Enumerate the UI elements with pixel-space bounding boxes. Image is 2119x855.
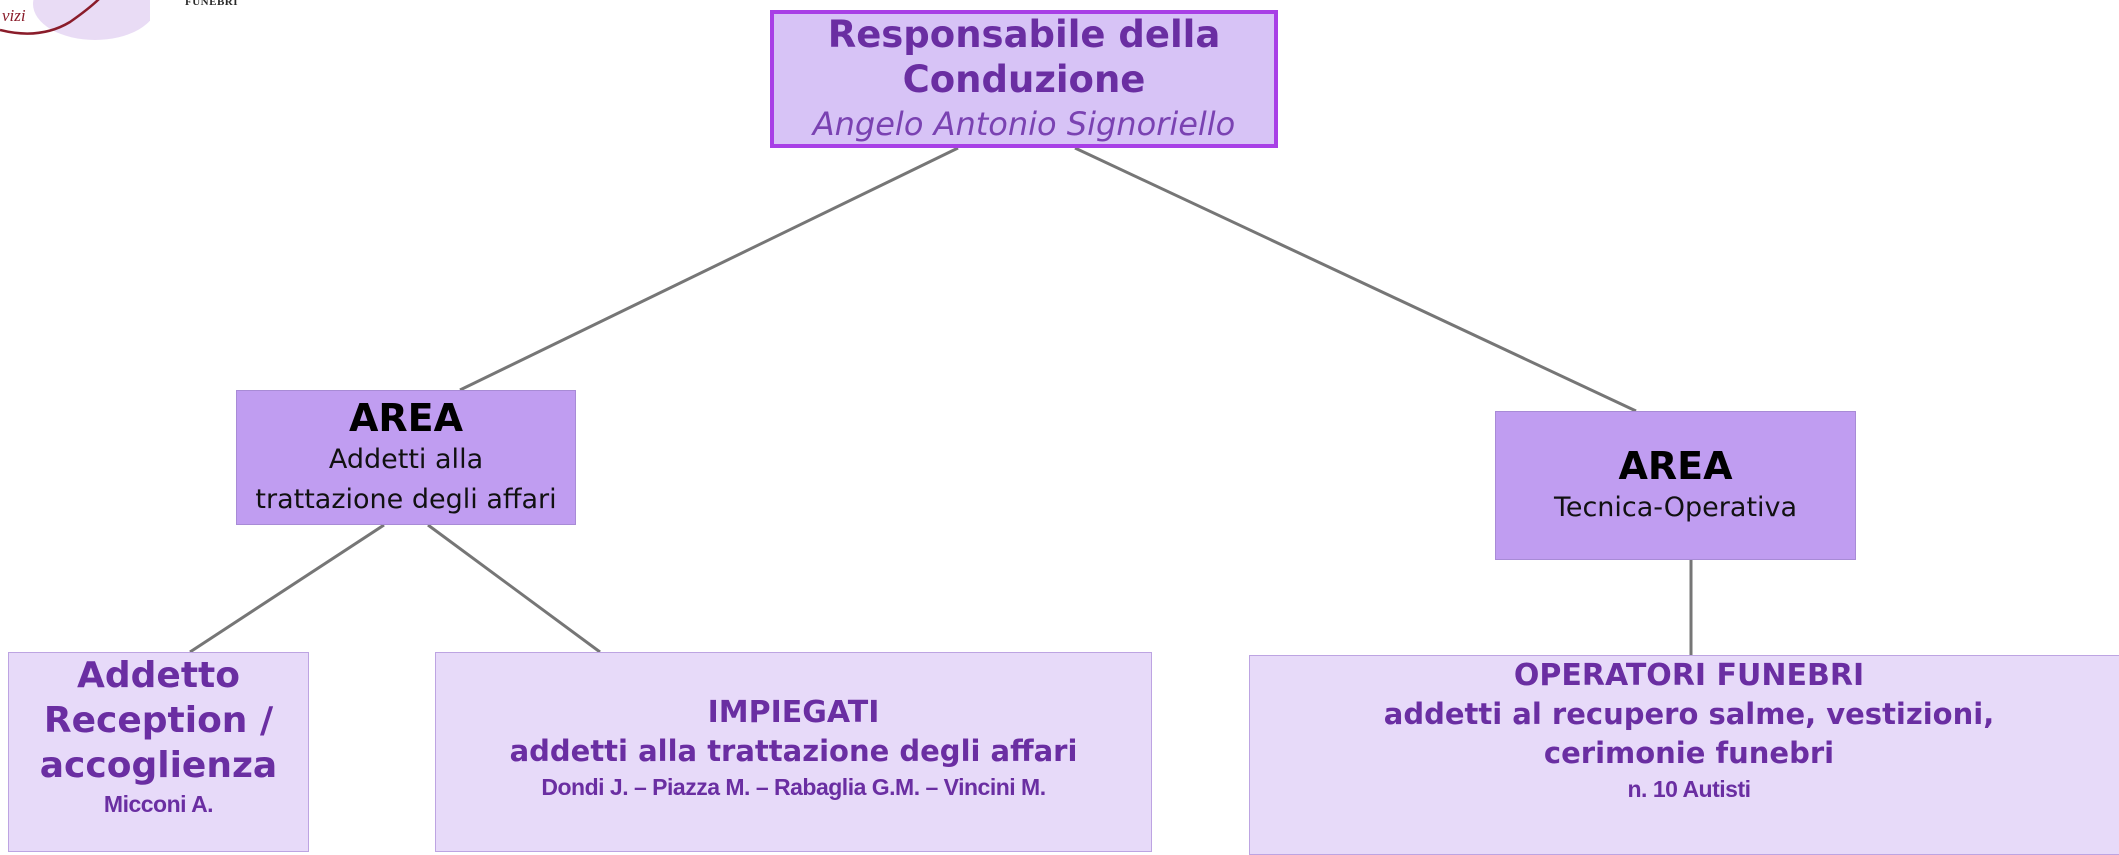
node-title-line-1: Responsabile della (827, 13, 1221, 56)
logo-swoosh (0, 0, 150, 40)
node-addetto-reception: Addetto Reception / accoglienza Micconi … (8, 652, 309, 852)
connector-area-left-to-impiegati (427, 523, 601, 654)
area-subtitle-line-1: Tecnica-Operativa (1553, 491, 1798, 523)
impiegati-people: Dondi J. – Piazza M. – Rabaglia G.M. – V… (541, 774, 1046, 800)
logo-word: vizi (2, 6, 26, 25)
logo-caption: FUNEBRI (185, 0, 239, 8)
impiegati-subtitle: addetti alla trattazione degli affari (509, 734, 1078, 768)
area-title: AREA (348, 395, 464, 440)
area-title: AREA (1618, 443, 1733, 488)
connector-top-to-area-right (1074, 146, 1637, 413)
reception-title-line-1: Addetto (77, 655, 240, 696)
connector-top-to-area-left (459, 146, 959, 392)
area-subtitle-line-1: Addetti alla (328, 443, 484, 475)
operatori-note: n. 10 Autisti (1627, 776, 1752, 802)
impiegati-title: IMPIEGATI (707, 695, 880, 730)
node-area-affari: AREA Addetti alla trattazione degli affa… (236, 390, 576, 525)
connector-area-left-to-reception (189, 523, 385, 654)
node-title-line-2: Conduzione (902, 58, 1146, 101)
node-operatori-funebri: OPERATORI FUNEBRI addetti al recupero sa… (1249, 655, 2119, 855)
reception-title-line-3: accoglienza (39, 745, 278, 786)
reception-person: Micconi A. (103, 791, 214, 817)
reception-title-line-2: Reception / (43, 700, 274, 741)
node-person-name: Angelo Antonio Signoriello (812, 105, 1236, 143)
node-responsabile-conduzione: Responsabile della Conduzione Angelo Ant… (770, 10, 1278, 148)
node-impiegati: IMPIEGATI addetti alla trattazione degli… (435, 652, 1152, 852)
company-logo: vizi FUNEBRI (0, 0, 238, 45)
operatori-line-2: cerimonie funebri (1543, 736, 1835, 770)
area-subtitle-line-2: trattazione degli affari (255, 483, 557, 515)
operatori-title: OPERATORI FUNEBRI (1513, 658, 1865, 693)
node-area-tecnica-operativa: AREA Tecnica-Operativa (1495, 411, 1856, 560)
operatori-line-1: addetti al recupero salme, vestizioni, (1383, 697, 1995, 731)
